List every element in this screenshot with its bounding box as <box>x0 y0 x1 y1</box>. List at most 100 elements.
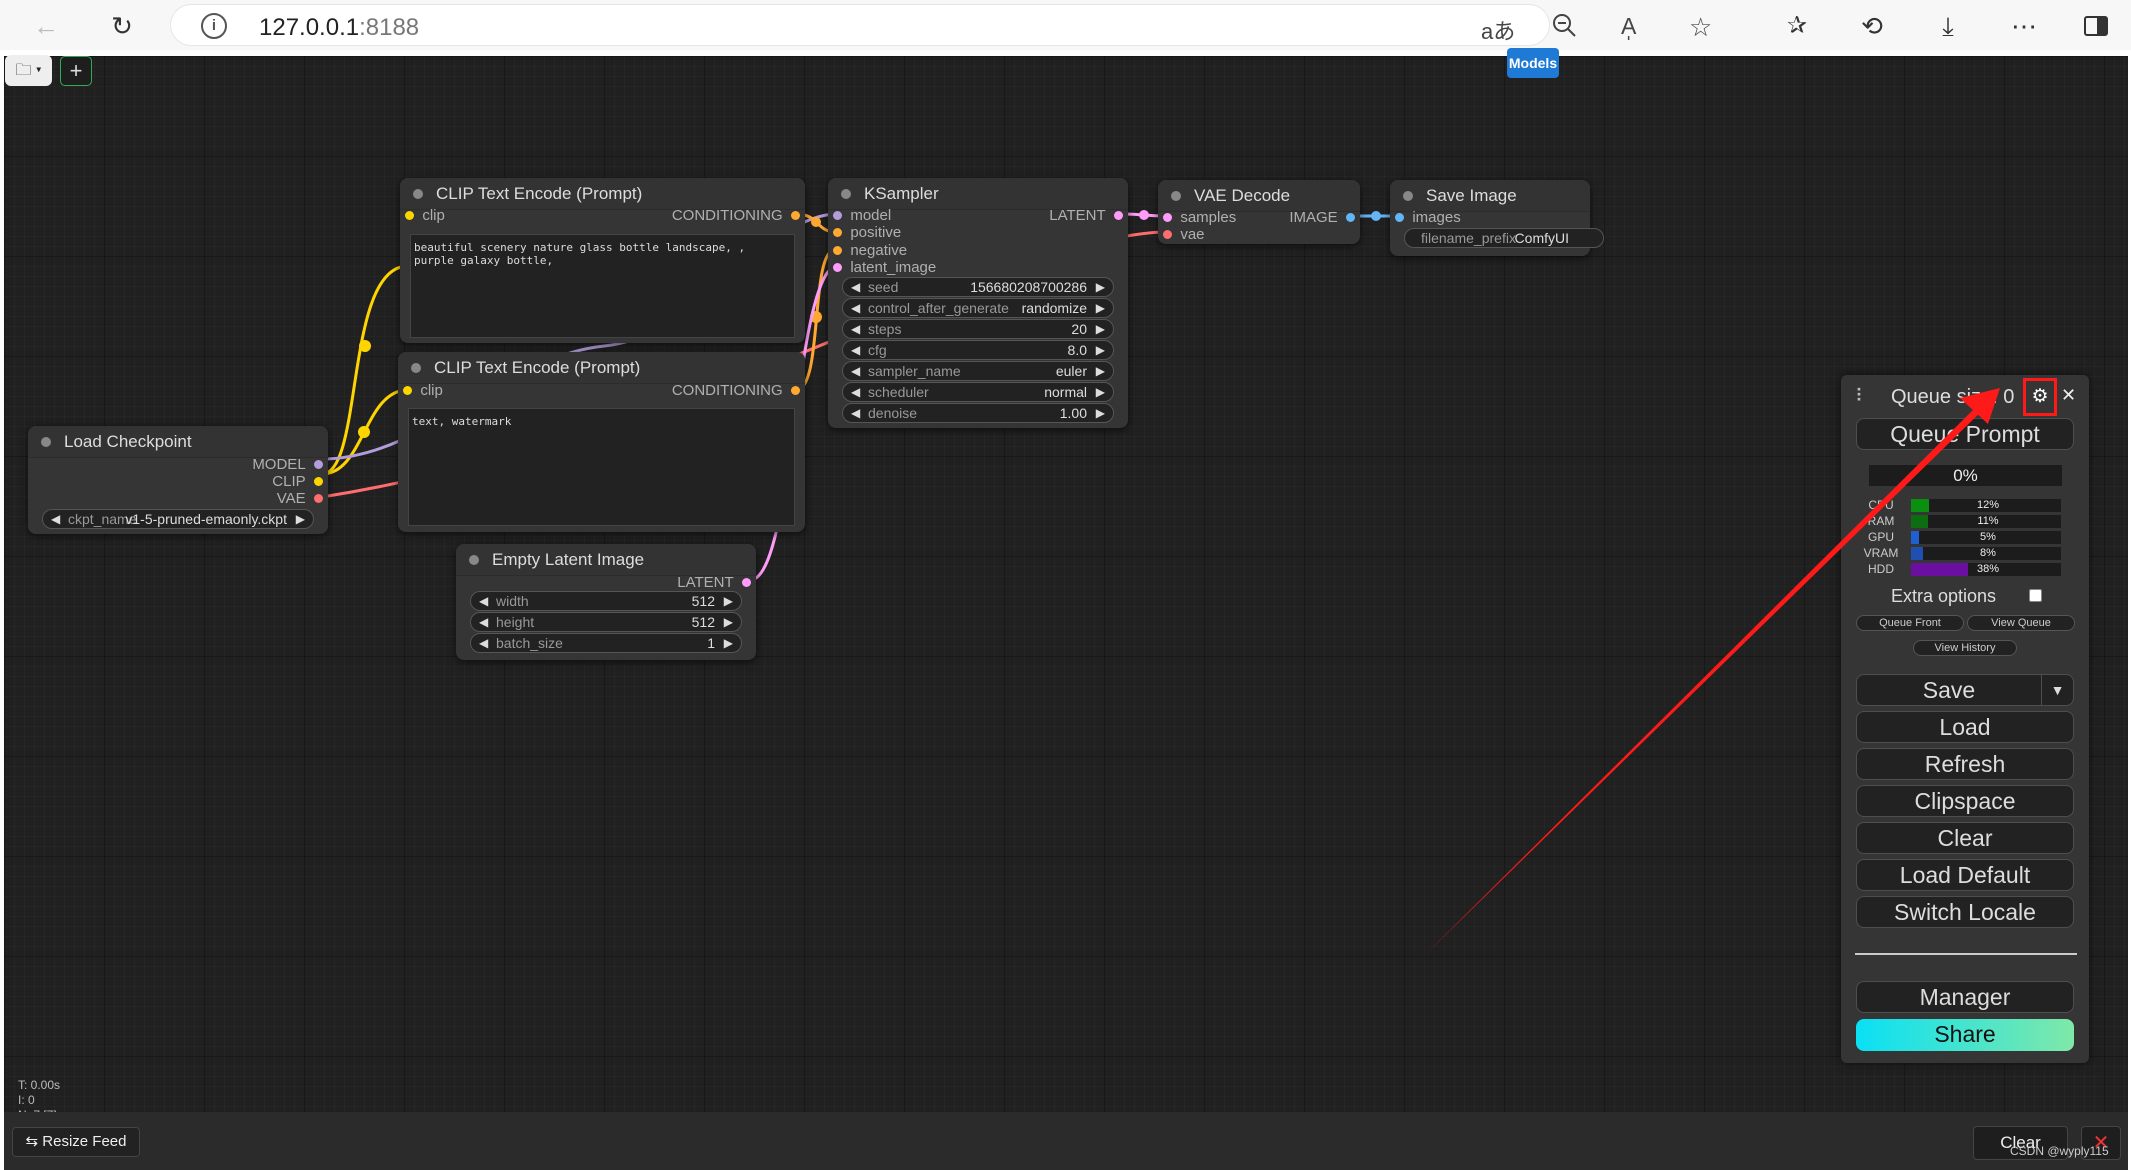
view-queue-button[interactable]: View Queue <box>1967 615 2075 631</box>
monitor-value: 11% <box>1977 515 1999 527</box>
monitor-label: GPU <box>1867 530 1894 544</box>
input-positive[interactable]: positive <box>833 224 901 242</box>
workflow-folder-button[interactable]: 🗀 ▾ <box>5 55 52 86</box>
clipspace-button[interactable]: Clipspace <box>1856 785 2074 817</box>
input-samples[interactable]: samples <box>1163 209 1236 227</box>
output-image[interactable]: IMAGE <box>1289 209 1355 227</box>
bottom-feed-bar: ⇆ Resize Feed Clear ✕ CSDN @wyply115 <box>4 1112 2128 1170</box>
prompt-textarea[interactable]: text, watermark <box>408 408 795 526</box>
input-clip[interactable]: clip <box>403 382 443 400</box>
output-latent[interactable]: LATENT <box>1049 207 1123 225</box>
clip-text-encode-node-negative[interactable]: CLIP Text Encode (Prompt) clip CONDITION… <box>398 352 805 532</box>
input-clip[interactable]: clip <box>405 207 445 225</box>
watermark-text: CSDN @wyply115 <box>2010 1144 2109 1158</box>
manager-button[interactable]: Manager <box>1856 981 2074 1013</box>
queue-front-button[interactable]: Queue Front <box>1856 615 1964 631</box>
info-icon[interactable]: i <box>201 13 227 39</box>
close-icon[interactable]: ✕ <box>2061 385 2077 405</box>
feed-close-icon[interactable]: ✕ <box>2081 1126 2121 1160</box>
settings-gear-icon[interactable]: ⚙ <box>2023 378 2057 416</box>
extra-options-checkbox[interactable] <box>2029 589 2042 602</box>
clip-text-encode-node-positive[interactable]: CLIP Text Encode (Prompt) clip CONDITION… <box>400 178 805 343</box>
load-button[interactable]: Load <box>1856 711 2074 743</box>
resize-icon: ⇆ <box>25 1133 39 1150</box>
node-graph-canvas[interactable]: 🗀 ▾ + Models CLIP Text Encode (Prompt) c… <box>4 48 2128 1170</box>
output-latent[interactable]: LATENT <box>677 574 751 592</box>
history-icon[interactable]: ⟲ <box>1861 11 1883 41</box>
input-latent-image[interactable]: latent_image <box>833 259 936 277</box>
back-icon[interactable]: ← <box>33 11 59 41</box>
stats-time: T: 0.00s <box>18 1078 61 1092</box>
read-aloud-icon[interactable]: A̩ <box>1621 13 1637 39</box>
clip-wire-top <box>321 264 409 476</box>
zoom-out-icon[interactable] <box>1551 12 1577 45</box>
output-conditioning[interactable]: CONDITIONING <box>672 207 800 225</box>
more-icon[interactable]: ⋯ <box>2011 11 2037 41</box>
node-title: Empty Latent Image <box>456 544 756 576</box>
clear-button[interactable]: Clear <box>1856 822 2074 854</box>
favorites-icon[interactable]: ✰ <box>1786 12 1808 39</box>
monitor-label: HDD <box>1868 562 1894 576</box>
progress-bar: 0% <box>1869 465 2062 486</box>
save-dropdown-chevron-down-icon[interactable]: ▼ <box>2041 674 2074 706</box>
output-vae[interactable]: VAE <box>277 490 323 508</box>
extra-options-label: Extra options <box>1891 586 1997 606</box>
monitor-label: CPU <box>1868 498 1894 512</box>
resize-feed-button[interactable]: ⇆ Resize Feed <box>12 1127 140 1157</box>
drag-handle-icon[interactable]: ⠇ <box>1855 386 1869 406</box>
browser-toolbar: ← ↻ i 127.0.0.1:8188 aあ A̩ ☆ ✰ ⟲ ⤓ ⋯ <box>0 0 2131 50</box>
refresh-icon[interactable]: ↻ <box>111 11 133 41</box>
queue-prompt-button[interactable]: Queue Prompt <box>1856 418 2074 450</box>
panel-divider <box>1855 953 2077 955</box>
stats-n: N: 7 [7] <box>18 1108 60 1115</box>
switch-locale-button[interactable]: Switch Locale <box>1856 896 2074 928</box>
sidebar-icon[interactable] <box>2078 8 2114 44</box>
add-workflow-button[interactable]: + <box>60 56 92 86</box>
vae-decode-node[interactable]: VAE Decode samples vae IMAGE <box>1158 180 1360 244</box>
share-button[interactable]: Share <box>1856 1019 2074 1051</box>
download-icon[interactable]: ⤓ <box>1942 11 1954 41</box>
prompt-textarea[interactable]: beautiful scenery nature glass bottle la… <box>410 234 795 338</box>
output-clip[interactable]: CLIP <box>272 473 323 491</box>
refresh-button[interactable]: Refresh <box>1856 748 2074 780</box>
address-bar[interactable]: i 127.0.0.1:8188 aあ A̩ ☆ <box>170 4 1712 46</box>
url-text[interactable]: 127.0.0.1:8188 <box>259 14 420 41</box>
view-history-button[interactable]: View History <box>1913 640 2017 656</box>
load-checkpoint-node[interactable]: Load Checkpoint MODEL CLIP VAE ◀ckpt_nam… <box>28 426 328 534</box>
load-default-button[interactable]: Load Default <box>1856 859 2074 891</box>
input-vae[interactable]: vae <box>1163 226 1205 244</box>
ksampler-node[interactable]: KSampler model positive negative latent_… <box>828 178 1128 428</box>
node-title: KSampler <box>828 178 1128 210</box>
input-images[interactable]: images <box>1395 209 1461 227</box>
save-button[interactable]: Save <box>1856 674 2042 706</box>
node-title: Load Checkpoint <box>28 426 328 458</box>
feed-clear-button[interactable]: Clear <box>1973 1126 2068 1160</box>
progress-text: 0% <box>1953 466 1978 485</box>
models-button[interactable]: Models <box>1507 48 1559 78</box>
output-conditioning[interactable]: CONDITIONING <box>672 382 800 400</box>
input-model[interactable]: model <box>833 207 891 225</box>
input-negative[interactable]: negative <box>833 242 907 260</box>
star-icon[interactable]: ☆ <box>1689 12 1713 42</box>
translate-icon[interactable]: aあ <box>1481 19 1516 44</box>
output-model[interactable]: MODEL <box>252 456 323 474</box>
